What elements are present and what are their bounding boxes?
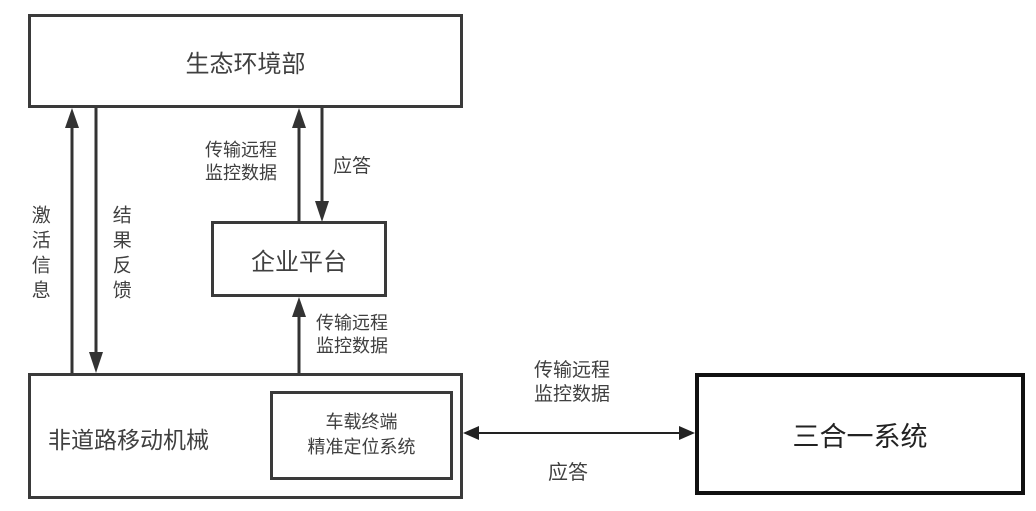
link-arrowhead-left (463, 426, 479, 440)
reply-arrowhead (315, 201, 329, 222)
activation-label: 激活信息 (28, 205, 51, 305)
upload-arrowhead (292, 108, 306, 128)
machine-upload-label-line2: 监控数据 (316, 335, 388, 357)
link-label-line2: 监控数据 (534, 382, 611, 405)
link-arrowhead-right (679, 426, 695, 440)
link-label-line1: 传输远程 (534, 359, 611, 381)
ministry-label: 生态环境部 (185, 49, 306, 78)
upload-label-line2: 监控数据 (205, 162, 277, 184)
feedback-label: 结果反馈 (109, 205, 132, 305)
terminal-label-line2: 精准定位系统 (307, 436, 416, 458)
machine-upload-label: 传输远程 监控数据 (316, 313, 388, 358)
machinery-label: 非道路移动机械 (48, 428, 209, 454)
machine-upload-label-line1: 传输远程 (316, 313, 388, 334)
enterprise-label: 企业平台 (251, 247, 347, 276)
upload-label: 传输远程 监控数据 (205, 140, 277, 185)
terminal-label-line1: 车载终端 (325, 412, 398, 434)
feedback-arrowhead (89, 352, 103, 373)
reply-label: 应答 (333, 155, 372, 177)
link-label: 传输远程 监控数据 (534, 359, 610, 407)
machine-upload-arrowhead (292, 297, 306, 317)
three-in-one-node[interactable]: 三合一系统 (695, 373, 1025, 495)
three-in-one-label: 三合一系统 (792, 421, 928, 453)
upload-label-line1: 传输远程 (205, 140, 277, 161)
link-reply-label: 应答 (548, 460, 588, 484)
terminal-node[interactable]: 车载终端 精准定位系统 (270, 391, 453, 480)
enterprise-node[interactable]: 企业平台 (211, 221, 387, 297)
ministry-node[interactable]: 生态环境部 (28, 14, 463, 108)
activation-arrowhead (65, 108, 79, 128)
